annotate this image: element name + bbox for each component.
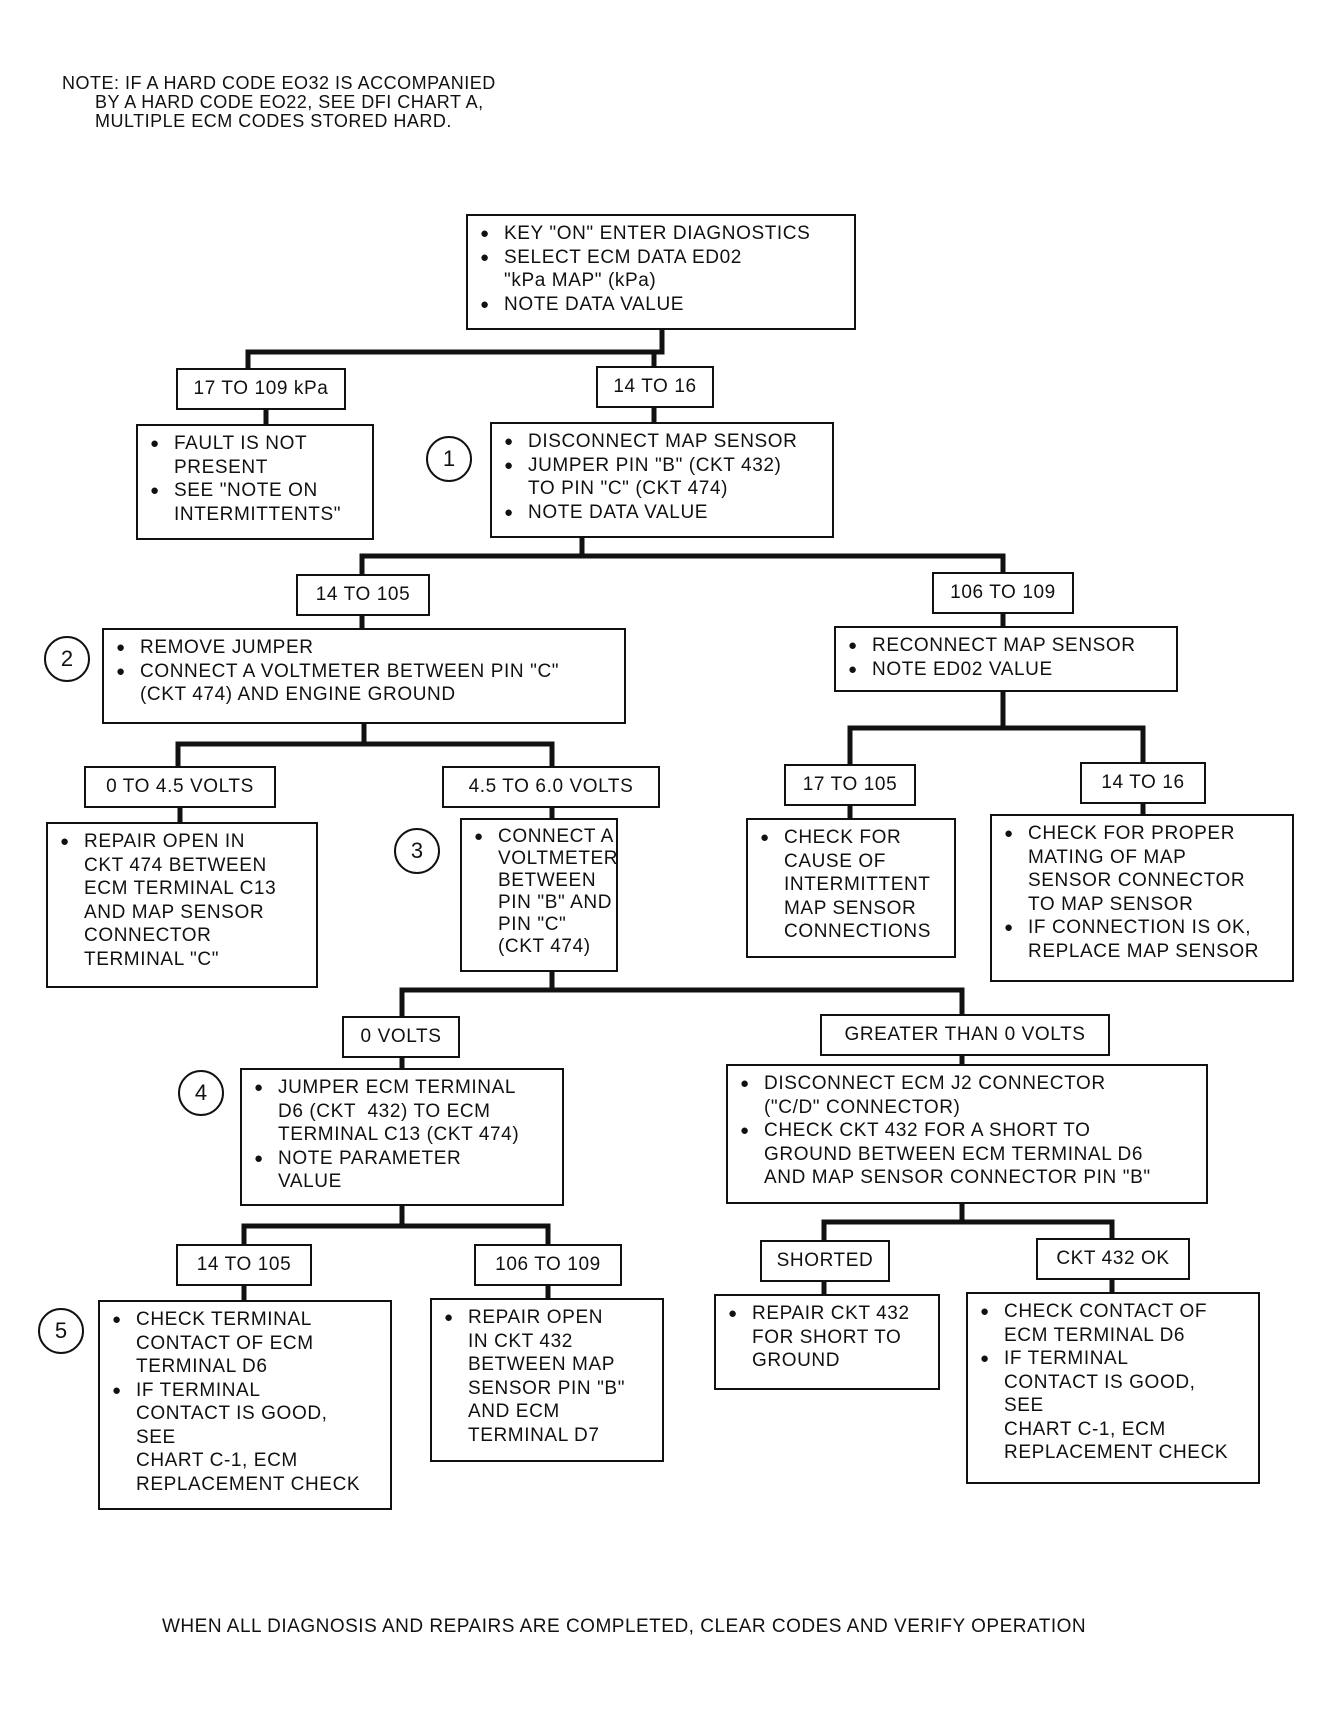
bullet-item: REPAIR CKT 432 FOR SHORT TO GROUND <box>726 1302 930 1373</box>
branch-label: 14 TO 105 <box>296 574 430 616</box>
bullet-item: CONNECT A VOLTMETER BETWEEN PIN "B" AND … <box>472 826 618 958</box>
bullet-item: CHECK FOR CAUSE OF INTERMITTENT MAP SENS… <box>758 826 946 944</box>
bullet-item: CHECK TERMINAL CONTACT OF ECM TERMINAL D… <box>110 1308 382 1379</box>
bullet-item: IF TERMINAL CONTACT IS GOOD, SEE CHART C… <box>978 1347 1250 1465</box>
fault-not-present-box: FAULT IS NOT PRESENT SEE "NOTE ON INTERM… <box>136 424 374 540</box>
bullet-item: IF TERMINAL CONTACT IS GOOD, SEE CHART C… <box>110 1379 382 1497</box>
bullet-item: NOTE DATA VALUE <box>478 293 846 317</box>
bullet-item: JUMPER ECM TERMINAL D6 (CKT 432) TO ECM … <box>252 1076 554 1147</box>
reconnect-map-sensor-box: RECONNECT MAP SENSOR NOTE ED02 VALUE <box>834 626 1178 692</box>
bullet-item: SEE "NOTE ON INTERMITTENTS" <box>148 479 364 526</box>
repair-short-box: REPAIR CKT 432 FOR SHORT TO GROUND <box>714 1294 940 1390</box>
completion-instruction: WHEN ALL DIAGNOSIS AND REPAIRS ARE COMPL… <box>162 1616 1087 1637</box>
branch-label: GREATER THAN 0 VOLTS <box>820 1014 1110 1056</box>
branch-label: SHORTED <box>760 1240 890 1282</box>
disconnect-ecm-connector-box: DISCONNECT ECM J2 CONNECTOR ("C/D" CONNE… <box>726 1064 1208 1204</box>
start-diagnostics-box: KEY "ON" ENTER DIAGNOSTICS SELECT ECM DA… <box>466 214 856 330</box>
bullet-item: CHECK FOR PROPER MATING OF MAP SENSOR CO… <box>1002 822 1284 916</box>
bullet-item: NOTE DATA VALUE <box>502 501 824 525</box>
branch-label: 4.5 TO 6.0 VOLTS <box>442 766 660 808</box>
step-number-4: 4 <box>178 1070 224 1116</box>
bullet-item: NOTE ED02 VALUE <box>846 658 1168 682</box>
bullet-item: CHECK CKT 432 FOR A SHORT TO GROUND BETW… <box>738 1119 1198 1190</box>
branch-label: 14 TO 105 <box>176 1244 312 1286</box>
step-number-2: 2 <box>44 636 90 682</box>
disconnect-map-sensor-box: DISCONNECT MAP SENSOR JUMPER PIN "B" (CK… <box>490 422 834 538</box>
bullet-item: JUMPER PIN "B" (CKT 432) TO PIN "C" (CKT… <box>502 454 824 501</box>
bullet-item: NOTE PARAMETER VALUE <box>252 1147 554 1194</box>
step-number-5: 5 <box>38 1308 84 1354</box>
jumper-ecm-terminal-box: JUMPER ECM TERMINAL D6 (CKT 432) TO ECM … <box>240 1068 564 1206</box>
bullet-item: CONNECT A VOLTMETER BETWEEN PIN "C" (CKT… <box>114 660 616 707</box>
bullet-item: IF CONNECTION IS OK, REPLACE MAP SENSOR <box>1002 916 1284 963</box>
branch-label: 0 VOLTS <box>342 1016 460 1058</box>
check-terminal-box: CHECK TERMINAL CONTACT OF ECM TERMINAL D… <box>98 1300 392 1510</box>
bullet-item: REMOVE JUMPER <box>114 636 616 660</box>
remove-jumper-box: REMOVE JUMPER CONNECT A VOLTMETER BETWEE… <box>102 628 626 724</box>
branch-label: CKT 432 OK <box>1036 1238 1190 1280</box>
bullet-item: CHECK CONTACT OF ECM TERMINAL D6 <box>978 1300 1250 1347</box>
branch-label: 0 TO 4.5 VOLTS <box>84 766 276 808</box>
bullet-item: FAULT IS NOT PRESENT <box>148 432 364 479</box>
hard-code-note: NOTE: IF A HARD CODE EO32 IS ACCOMPANIED… <box>62 73 496 131</box>
check-contact-box: CHECK CONTACT OF ECM TERMINAL D6 IF TERM… <box>966 1292 1260 1484</box>
step-number-1: 1 <box>426 436 472 482</box>
bullet-item: KEY "ON" ENTER DIAGNOSTICS <box>478 222 846 246</box>
bullet-item: RECONNECT MAP SENSOR <box>846 634 1168 658</box>
bullet-item: DISCONNECT MAP SENSOR <box>502 430 824 454</box>
check-intermittent-box: CHECK FOR CAUSE OF INTERMITTENT MAP SENS… <box>746 818 956 958</box>
branch-label: 14 TO 16 <box>596 366 714 408</box>
check-mating-box: CHECK FOR PROPER MATING OF MAP SENSOR CO… <box>990 814 1294 982</box>
step-number-3: 3 <box>394 828 440 874</box>
branch-label: 14 TO 16 <box>1080 762 1206 804</box>
bullet-item: DISCONNECT ECM J2 CONNECTOR ("C/D" CONNE… <box>738 1072 1198 1119</box>
branch-label: 106 TO 109 <box>932 572 1074 614</box>
branch-label: 106 TO 109 <box>474 1244 622 1286</box>
branch-label: 17 TO 109 kPa <box>176 368 346 410</box>
bullet-item: SELECT ECM DATA ED02 "kPa MAP" (kPa) <box>478 246 846 293</box>
bullet-item: REPAIR OPEN IN CKT 432 BETWEEN MAP SENSO… <box>442 1306 654 1447</box>
branch-label: 17 TO 105 <box>784 764 916 806</box>
repair-open-ckt-474-box: REPAIR OPEN IN CKT 474 BETWEEN ECM TERMI… <box>46 822 318 988</box>
bullet-item: REPAIR OPEN IN CKT 474 BETWEEN ECM TERMI… <box>58 830 308 971</box>
repair-open-ckt-432-box: REPAIR OPEN IN CKT 432 BETWEEN MAP SENSO… <box>430 1298 664 1462</box>
connect-voltmeter-box: CONNECT A VOLTMETER BETWEEN PIN "B" AND … <box>460 818 618 972</box>
